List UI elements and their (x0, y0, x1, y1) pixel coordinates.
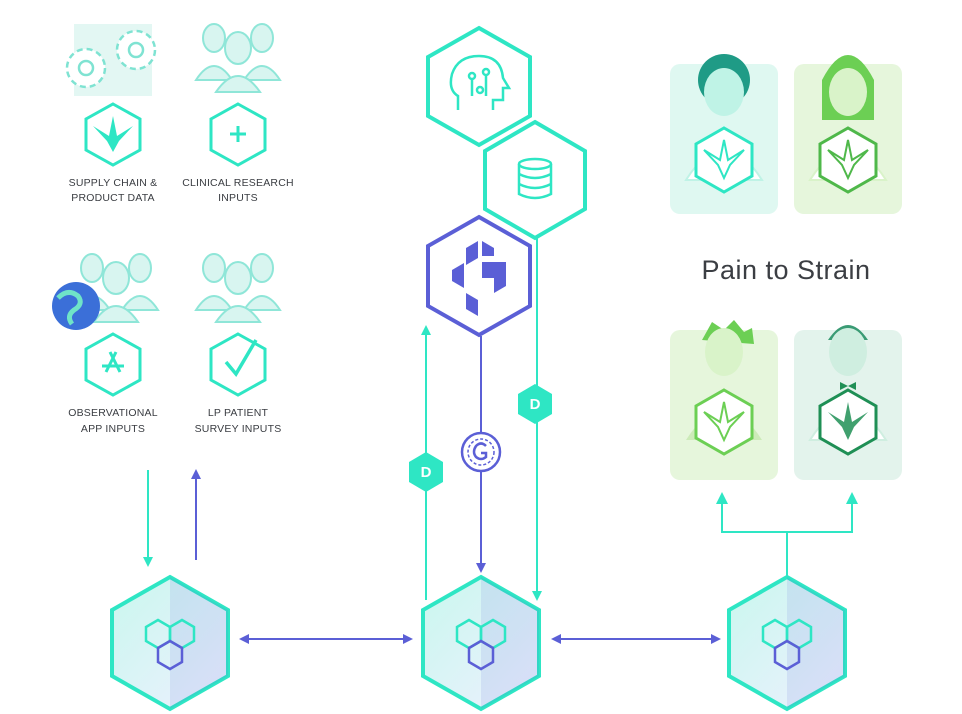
brain-ai-icon (449, 54, 512, 110)
blockchain-node-center (421, 574, 541, 712)
supply-chain-hex (84, 102, 142, 167)
cannabis-leaf-icon (703, 401, 745, 443)
plus-icon (230, 126, 246, 142)
gears-icon (65, 24, 157, 96)
blockchain-node-icon (761, 618, 813, 671)
svg-text:D: D (530, 396, 541, 413)
d-badge-right: D (518, 384, 552, 424)
patient-card-1 (670, 54, 778, 214)
clinical-research-label-2: INPUTS (218, 192, 258, 204)
supply-chain-label-2: PRODUCT DATA (71, 192, 155, 204)
branch-arrow-head-left (716, 492, 728, 504)
checkmark-icon (224, 339, 258, 378)
d-badge-left: D (409, 452, 443, 492)
branch-arrows-right (721, 500, 853, 577)
patient-card-2 (794, 55, 902, 214)
patient-card-4 (794, 325, 902, 480)
g-logo-icon (452, 241, 506, 316)
clinical-research-label: CLINICAL RESEARCH (182, 177, 294, 189)
blockchain-node-icon (144, 618, 196, 671)
database-hex (483, 119, 587, 241)
g-logo-hex (426, 214, 532, 338)
observational-label-2: APP INPUTS (81, 423, 145, 435)
cannabis-leaf-icon (828, 402, 868, 440)
blockchain-node-left (110, 574, 230, 712)
people-group-icon-survey (194, 253, 282, 323)
cannabis-leaf-icon (703, 139, 745, 181)
blockchain-node-right (727, 574, 847, 712)
blockchain-node-icon (455, 618, 507, 671)
observational-label: OBSERVATIONAL (68, 407, 158, 419)
patient-card-3 (670, 320, 778, 480)
cannabis-leaf-icon (827, 139, 869, 181)
globe-icon (52, 282, 100, 330)
observational-app-hex (84, 332, 142, 397)
g-token-icon (460, 431, 502, 473)
brain-ai-hex (426, 25, 532, 148)
svg-text:D: D (421, 464, 432, 481)
people-group-icon-clinical (194, 23, 282, 93)
survey-label: LP PATIENT (208, 407, 269, 419)
database-icon (517, 157, 553, 200)
cannabis-leaf-icon (93, 116, 133, 152)
clinical-research-hex (209, 102, 267, 167)
supply-chain-label: SUPPLY CHAIN & (69, 177, 158, 189)
branch-arrow-head-right (846, 492, 858, 504)
pain-to-strain-title: Pain to Strain (701, 255, 870, 285)
app-store-icon (102, 351, 124, 373)
patient-survey-hex (209, 332, 267, 397)
survey-label-2: SURVEY INPUTS (195, 423, 282, 435)
